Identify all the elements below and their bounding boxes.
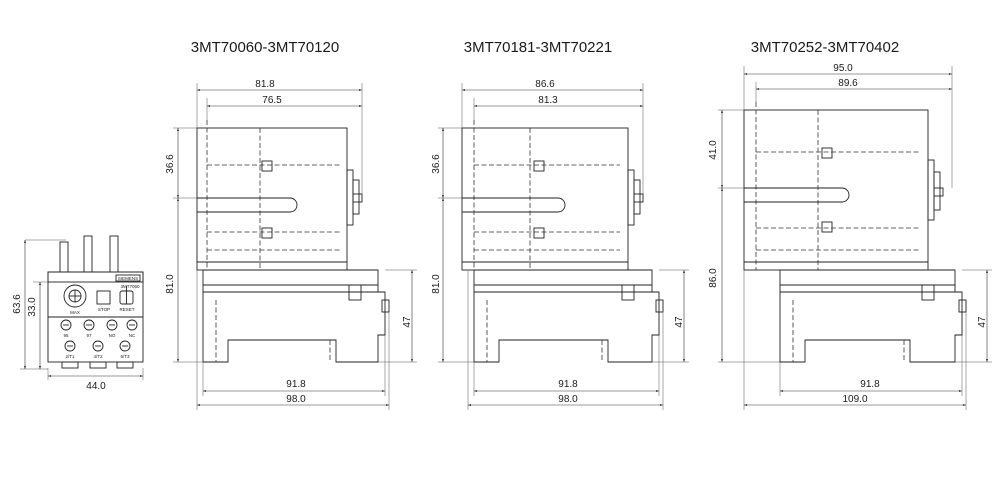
view3-dim-bottom-outer: 109.0: [842, 394, 867, 405]
main-terminal-1[interactable]: [64, 340, 76, 352]
view2-contactor: [461, 127, 629, 271]
view2-relay: [473, 269, 660, 363]
view3-dim-top-outer: 95.0: [833, 63, 853, 74]
view2-dim-right: 47: [674, 316, 685, 328]
view1-dim-bottom-outer: 98.0: [286, 394, 306, 405]
front-dim-width: 44.0: [86, 381, 106, 392]
front-dim-height-upper: 33.0: [27, 297, 38, 317]
front-brand: SIEMENS: [118, 276, 138, 281]
view3-relay: [779, 269, 963, 363]
view1-relay: [202, 269, 386, 363]
front-term-97: 97: [86, 333, 92, 338]
front-stud-right: [109, 235, 119, 273]
front-term-nc: NC: [129, 333, 136, 338]
aux-terminal-no[interactable]: [106, 319, 118, 331]
view1-dim-bottom-inner: 91.8: [286, 379, 306, 390]
view3-dim-bottom-inner: 91.8: [860, 379, 880, 390]
front-dim-height-overall: 63.6: [12, 294, 23, 314]
view1-dim-left-lower: 81.0: [165, 274, 176, 294]
stop-button[interactable]: [96, 290, 111, 305]
front-label-stop: STOP: [98, 307, 110, 312]
aux-terminal-nc[interactable]: [126, 319, 138, 331]
aux-terminal-95[interactable]: [60, 319, 72, 331]
view2-dim-bottom-inner: 91.8: [558, 379, 578, 390]
view3-dim-left-upper: 41.0: [708, 140, 719, 160]
side-view-1: 3MT70060-3MT70120 81.8 76.5: [165, 39, 417, 410]
front-label-max: MAX: [70, 310, 80, 315]
front-term-no: NO: [109, 333, 116, 338]
side-view-3: 3MT70252-3MT70402 95.0 89.6: [708, 39, 992, 410]
front-model: 3MT7060: [120, 284, 140, 289]
view2-dim-top-outer: 86.6: [535, 79, 555, 90]
view1-title: 3MT70060-3MT70120: [191, 39, 339, 56]
view3-dim-left-lower: 86.0: [708, 268, 719, 288]
view1-contactor: [196, 127, 348, 271]
front-stud-middle: [83, 235, 93, 273]
front-label-reset: RESET: [119, 307, 134, 312]
view3-title: 3MT70252-3MT70402: [751, 39, 899, 56]
view2-dim-bottom-outer: 98.0: [558, 394, 578, 405]
view1-dim-left-upper: 36.6: [165, 154, 176, 174]
view3-dim-top-inner: 89.6: [838, 78, 858, 89]
front-term-t1: 2/T1: [65, 354, 75, 359]
front-stud-left: [59, 241, 69, 273]
aux-terminal-97[interactable]: [83, 319, 95, 331]
front-term-t2: 4/T2: [93, 354, 103, 359]
view1-dim-right: 47: [402, 316, 413, 328]
front-view: SIEMENS 3MT7060 MAX STOP RESET 95 97 NO …: [12, 235, 144, 392]
view2-dim-left-lower: 81.0: [431, 274, 442, 294]
view3-dim-right: 47: [977, 316, 988, 328]
view2-dim-top-inner: 81.3: [538, 95, 558, 106]
view2-title: 3MT70181-3MT70221: [464, 39, 612, 56]
setting-dial[interactable]: [63, 284, 87, 308]
main-terminal-3[interactable]: [119, 340, 131, 352]
view3-contactor: [743, 109, 929, 271]
view1-dim-top-outer: 81.8: [255, 79, 275, 90]
front-term-95: 95: [63, 333, 69, 338]
view2-dim-left-upper: 36.6: [431, 154, 442, 174]
front-term-t3: 6/T3: [120, 354, 130, 359]
main-terminal-2[interactable]: [92, 340, 104, 352]
side-view-2: 3MT70181-3MT70221 86.6 81.3: [431, 39, 689, 410]
view1-dim-top-inner: 76.5: [262, 95, 282, 106]
